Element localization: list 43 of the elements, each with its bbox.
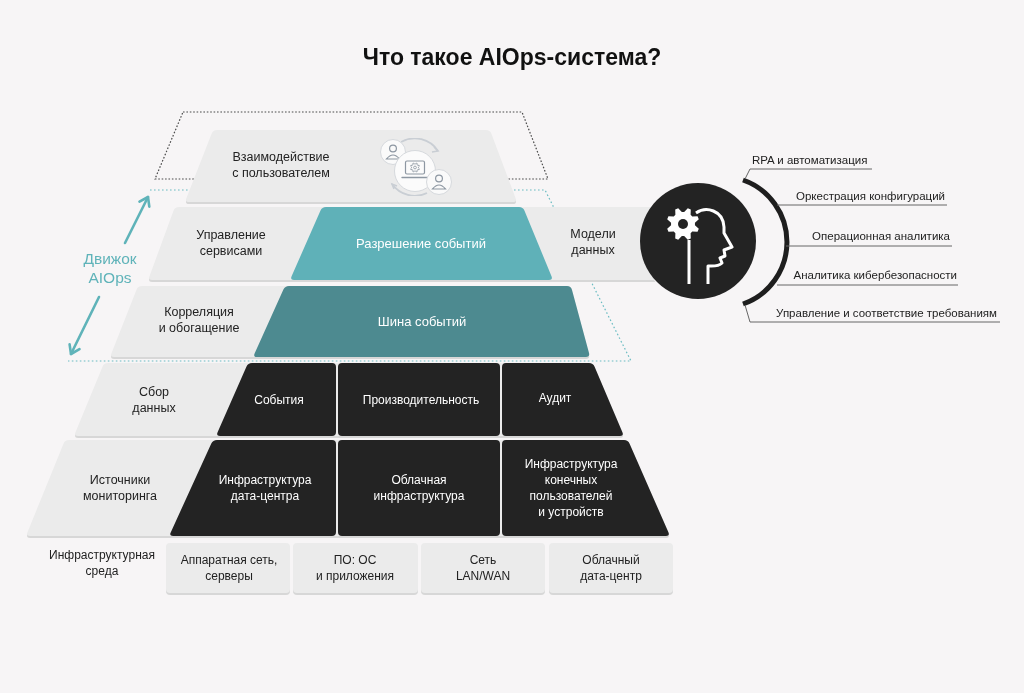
tile-label: Аппаратная сеть, серверы [180, 552, 278, 584]
tile-label: Сеть LAN/WAN [455, 552, 511, 584]
block-label: Разрешение событий [356, 236, 486, 252]
block-label: Инфраструктура конечных пользователей и устройств [524, 456, 618, 520]
layer-title: Источники мониторинга [83, 472, 157, 504]
layer-title: Взаимодействие с пользователем [232, 149, 330, 181]
infrastructure-tile [549, 543, 673, 595]
pyramid-layer [148, 207, 656, 282]
block-label: Производительность [362, 392, 480, 408]
layer-title: Корреляция и обогащение [158, 304, 240, 336]
capability-label: Аналитика кибербезопасности [793, 268, 957, 283]
capability-label: Оркестрация конфигураций [796, 189, 945, 204]
infrastructure-tile [166, 543, 290, 595]
capability-label: Операционная аналитика [812, 229, 950, 244]
pyramid-block [290, 207, 553, 280]
tile-label: ПО: ОС и приложения [315, 552, 395, 584]
pyramid-block [216, 363, 336, 436]
block-label: Облачная инфраструктура [373, 472, 465, 504]
block-label: Аудит [538, 390, 572, 406]
layer-title: Модели данных [570, 226, 616, 258]
pyramid-block [502, 363, 624, 436]
pyramid-block [253, 286, 590, 357]
layer-title: Сбор данных [132, 384, 176, 416]
pyramid-layer [74, 363, 624, 438]
pyramid-layer [110, 286, 590, 359]
capability-label: Управление и соответствие требованиям [776, 306, 997, 321]
block-label: Шина событий [377, 314, 467, 330]
tile-label: Облачный дата-центр [580, 552, 642, 584]
infrastructure-tile [293, 543, 418, 595]
infrastructure-tile [421, 543, 545, 595]
pyramid-layer [185, 130, 517, 204]
pyramid-block [338, 440, 500, 536]
pyramid-block [169, 440, 336, 536]
pyramid-block [338, 363, 500, 436]
row-label: Инфраструктурная среда [49, 547, 155, 579]
layer-title: Управление сервисами [196, 227, 266, 259]
engine-label: Движок AIOps [83, 249, 137, 287]
capability-label: RPA и автоматизация [752, 153, 868, 168]
pyramid-block [502, 440, 670, 536]
block-label: Инфраструктура дата-центра [218, 472, 312, 504]
pyramid-layer [26, 440, 670, 538]
title: Что такое AIOps-система? [362, 43, 662, 71]
block-label: События [254, 392, 304, 408]
